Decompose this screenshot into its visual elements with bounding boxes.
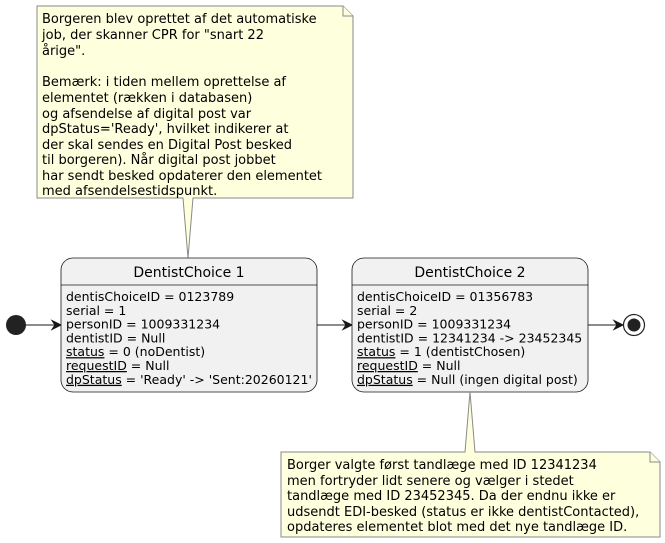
state1-title: DentistChoice 1 (133, 265, 244, 281)
state1-attr-value: = 'Ready' -> 'Sent:20260121' (122, 372, 312, 387)
edge-start-to-state1 (26, 319, 63, 331)
state1-attr-value: = 1009331234 (122, 317, 220, 332)
state2-attr-personID: personID = 1009331234 (357, 317, 511, 332)
state2-attr-key: status (357, 344, 395, 359)
state2-attr-key: dentisChoiceID (357, 289, 451, 304)
state1-attr-value: = Null (127, 358, 170, 373)
note-bottom: Borger valgte først tandlæge med ID 1234… (280, 391, 661, 538)
state2-attr-requestID: requestID = Null (357, 358, 460, 373)
state2-attr-value: = 1 (dentistChosen) (395, 344, 525, 359)
state1-attr-key: serial (66, 303, 100, 318)
state1-attr-dpStatus: dpStatus = 'Ready' -> 'Sent:20260121' (66, 372, 312, 387)
state2-title: DentistChoice 2 (414, 265, 525, 281)
note-top-fold (342, 6, 353, 17)
state2-attr-value: = 2 (391, 303, 417, 318)
state1-attr-status: status = 0 (noDentist) (66, 344, 205, 359)
state1-attr-value: = 0123789 (160, 289, 234, 304)
state1-attr-dentisChoiceID: dentisChoiceID = 0123789 (66, 289, 234, 304)
state1-attr-key: requestID (66, 358, 127, 373)
state2-attr-key: dpStatus (357, 372, 413, 387)
edge-state1-to-state2 (317, 319, 354, 331)
state2-attr-key: requestID (357, 358, 418, 373)
state2-attr-value: = 01356783 (451, 289, 533, 304)
state1-attr-key: status (66, 344, 104, 359)
state-dentistchoice-1: DentistChoice 1 dentisChoiceID = 0123789… (60, 257, 318, 393)
state2-attr-serial: serial = 2 (357, 303, 417, 318)
note-bottom-fold (649, 452, 660, 463)
state2-attr-value: = Null (ingen digital post) (413, 372, 578, 387)
edge-state2-to-end (588, 319, 625, 331)
state1-attr-dentistID: dentistID = Null (66, 330, 165, 345)
note-top-shape (36, 5, 354, 259)
state1-attr-key: dpStatus (66, 372, 122, 387)
state-dentistchoice-2: DentistChoice 2 dentisChoiceID = 0135678… (351, 257, 589, 393)
note-top: Borgeren blev oprettet af det automatisk… (36, 5, 354, 259)
state2-attr-dentisChoiceID: dentisChoiceID = 01356783 (357, 289, 533, 304)
state2-attr-key: personID (357, 317, 413, 332)
state2-attr-key: dentistID (357, 330, 414, 345)
state1-attr-personID: personID = 1009331234 (66, 317, 220, 332)
state1-attr-key: personID (66, 317, 122, 332)
state2-attr-key: serial (357, 303, 391, 318)
state1-attr-requestID: requestID = Null (66, 358, 169, 373)
state2-attr-value: = 1009331234 (413, 317, 511, 332)
state1-attr-key: dentistID (66, 330, 123, 345)
note-bottom-text: Borger valgte først tandlæge med ID 1234… (287, 458, 643, 535)
state2-attr-status: status = 1 (dentistChosen) (357, 344, 525, 359)
state2-attr-dentistID: dentistID = 12341234 -> 23452345 (357, 330, 582, 345)
state1-attr-key: dentisChoiceID (66, 289, 160, 304)
state2-attr-value: = 12341234 -> 23452345 (414, 330, 583, 345)
state1-attr-value: = 0 (noDentist) (104, 344, 205, 359)
end-node (622, 313, 646, 337)
state2-attr-value: = Null (418, 358, 461, 373)
state2-attr-dpStatus: dpStatus = Null (ingen digital post) (357, 372, 578, 387)
state1-attr-value: = 1 (100, 303, 126, 318)
start-node (6, 315, 26, 335)
state1-attr-value: = Null (123, 330, 166, 345)
note-top-text: Borgeren blev oprettet af det automatisk… (41, 12, 326, 199)
state1-attr-serial: serial = 1 (66, 303, 126, 318)
